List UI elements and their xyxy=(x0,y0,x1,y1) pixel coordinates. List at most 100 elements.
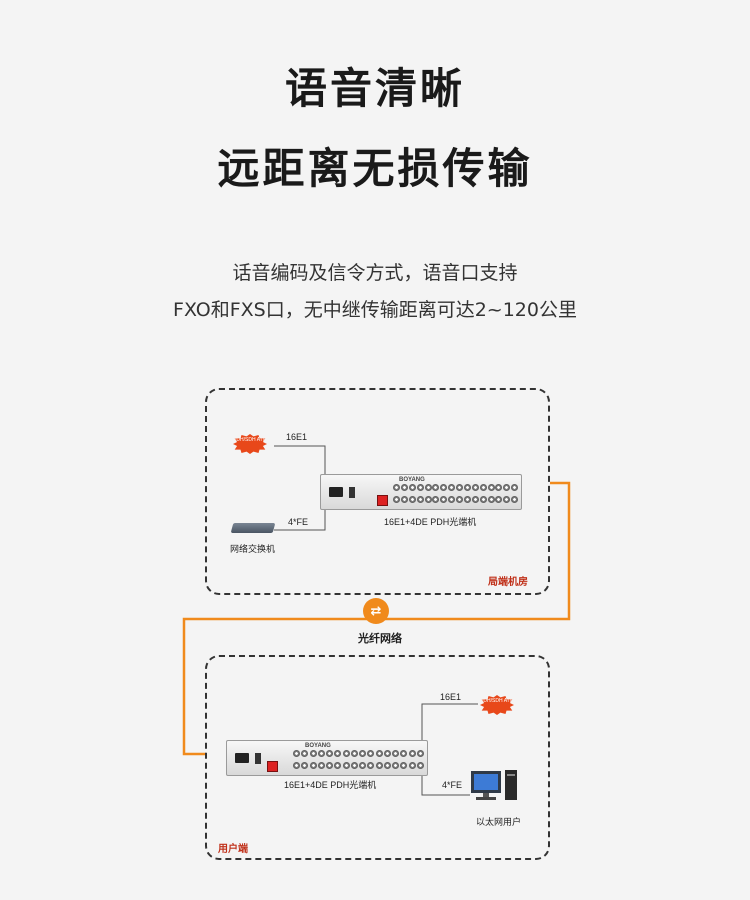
bnc-port-icon xyxy=(432,496,440,503)
label-pc-user: 以太网用户 xyxy=(476,817,522,827)
bnc-port-icon xyxy=(400,484,408,491)
bnc-port-icon xyxy=(326,762,333,769)
label-16e1-bottom: 16E1 xyxy=(440,692,462,702)
bnc-port-icon xyxy=(375,750,383,757)
bnc-port-icon xyxy=(463,484,471,491)
bnc-port-icon xyxy=(424,484,432,491)
wire-top-16e1 xyxy=(274,445,326,482)
bnc-port-icon xyxy=(342,762,350,769)
description-line-2: FXO和FXS口，无中继传输距离可达2~120公里 xyxy=(173,299,577,321)
bnc-port-icon xyxy=(293,750,300,757)
bnc-port-icon xyxy=(400,496,408,503)
bnc-port-icon xyxy=(424,496,432,503)
bnc-port-icon xyxy=(350,762,358,769)
bnc-port-icon xyxy=(440,484,448,491)
bnc-port-icon xyxy=(471,484,479,491)
label-device-bottom: 16E1+4DE PDH光端机 xyxy=(284,780,377,790)
bnc-port-icon xyxy=(463,496,471,503)
red-switch-icon xyxy=(267,761,278,772)
bnc-port-icon xyxy=(408,762,416,769)
bnc-port-icon xyxy=(511,484,519,491)
bnc-ports-bottom xyxy=(293,750,425,774)
label-fe-top: 4*FE xyxy=(288,517,309,527)
bnc-port-icon xyxy=(471,496,479,503)
bnc-port-icon xyxy=(416,496,424,503)
room-label-top: 局端机房 xyxy=(488,577,528,588)
bnc-port-icon xyxy=(383,750,391,757)
bnc-port-icon xyxy=(416,762,424,769)
headline-long-distance: 远距离无损传输 xyxy=(217,144,533,193)
bnc-port-icon xyxy=(342,750,350,757)
central-office-box xyxy=(205,388,550,595)
bnc-port-icon xyxy=(367,762,375,769)
bnc-port-icon xyxy=(393,484,400,491)
bnc-port-icon xyxy=(301,762,309,769)
fiber-network-label: 光纤网络 xyxy=(358,633,402,645)
pc-icon xyxy=(471,770,517,800)
red-switch-icon xyxy=(377,495,388,506)
brand-bottom: BOYANG xyxy=(305,743,331,749)
user-site-box xyxy=(205,655,550,860)
bnc-port-icon xyxy=(334,762,342,769)
bnc-port-icon xyxy=(309,762,317,769)
bnc-port-icon xyxy=(317,750,325,757)
bnc-port-icon xyxy=(479,484,487,491)
bnc-port-icon xyxy=(408,750,416,757)
power-socket-icon xyxy=(329,487,343,497)
bnc-port-icon xyxy=(350,750,358,757)
label-device-top: 16E1+4DE PDH光端机 xyxy=(384,517,477,527)
bnc-port-icon xyxy=(301,750,309,757)
bnc-port-icon xyxy=(326,750,333,757)
bnc-port-icon xyxy=(400,762,408,769)
power-switch-icon xyxy=(255,753,261,764)
bnc-port-icon xyxy=(408,484,416,491)
bnc-port-icon xyxy=(432,484,440,491)
label-16e1-top: 16E1 xyxy=(286,432,308,442)
bnc-port-icon xyxy=(367,750,375,757)
bnc-port-icon xyxy=(487,484,495,491)
bnc-port-icon xyxy=(487,496,495,503)
label-fe-bottom: 4*FE xyxy=(442,780,463,790)
bnc-port-icon xyxy=(293,762,300,769)
pdh-sdh-badge-bottom: PDH/SDH ATM xyxy=(480,695,514,715)
description-line-1: 话音编码及信令方式，语音口支持 xyxy=(232,262,518,284)
bnc-port-icon xyxy=(383,762,391,769)
bnc-port-icon xyxy=(456,496,463,503)
bnc-port-icon xyxy=(359,762,366,769)
pdh-device-bottom: BOYANG xyxy=(226,740,428,776)
bnc-port-icon xyxy=(448,484,456,491)
bnc-port-icon xyxy=(317,762,325,769)
bnc-port-icon xyxy=(359,750,366,757)
bnc-port-icon xyxy=(334,750,342,757)
bnc-port-icon xyxy=(495,496,503,503)
bnc-port-icon xyxy=(479,496,487,503)
wire-bot-fe xyxy=(421,768,470,796)
network-switch-icon xyxy=(230,523,276,533)
bnc-ports-top xyxy=(393,484,519,508)
bnc-port-icon xyxy=(503,484,511,491)
bnc-port-icon xyxy=(309,750,317,757)
bnc-port-icon xyxy=(416,484,424,491)
room-label-bottom: 用户端 xyxy=(218,844,248,855)
bnc-port-icon xyxy=(511,496,519,503)
pdh-device-top: BOYANG xyxy=(320,474,522,510)
bnc-port-icon xyxy=(400,750,408,757)
bnc-port-icon xyxy=(408,496,416,503)
pdh-sdh-badge-top: PDH/SDH ATM xyxy=(233,434,267,454)
headline-voice-clear: 语音清晰 xyxy=(284,64,465,113)
bnc-port-icon xyxy=(503,496,511,503)
label-switch: 网络交换机 xyxy=(230,544,276,554)
bnc-port-icon xyxy=(392,750,399,757)
brand-top: BOYANG xyxy=(399,477,425,483)
bnc-port-icon xyxy=(416,750,424,757)
bnc-port-icon xyxy=(375,762,383,769)
bnc-port-icon xyxy=(440,496,448,503)
power-socket-icon xyxy=(235,753,249,763)
wire-top-fe xyxy=(274,506,326,531)
wire-bot-16e1 xyxy=(421,703,478,747)
bnc-port-icon xyxy=(495,484,503,491)
power-switch-icon xyxy=(349,487,355,498)
bnc-port-icon xyxy=(393,496,400,503)
bnc-port-icon xyxy=(448,496,456,503)
bnc-port-icon xyxy=(456,484,463,491)
